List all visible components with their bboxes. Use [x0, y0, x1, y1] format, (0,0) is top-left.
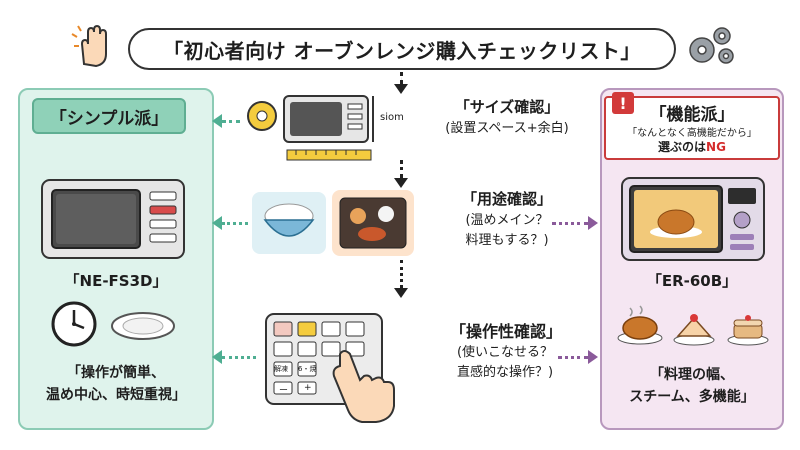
simple-summary-line2: 温め中心、時短重視」 [46, 387, 186, 403]
page-title: 「初心者向け オーブンレンジ購入チェックリスト」 [128, 28, 676, 70]
flow-connector-1 [400, 72, 403, 84]
flow-arrow-3 [394, 288, 408, 298]
arrow-head-operation-feature [588, 350, 598, 364]
feature-model-label: 「ER-60B」 [646, 272, 738, 290]
feature-summary-line1: 「料理の幅、 [650, 367, 734, 383]
exclamation-icon: ! [612, 92, 634, 114]
ng-warning-prefix: 選ぶのは [658, 140, 707, 154]
arrow-head-operation-simple [212, 350, 222, 364]
feature-summary-line2: スチーム、多機能」 [629, 389, 755, 405]
feature-heading: 「機能派」 [649, 105, 735, 125]
step-usage-sub2: 料理もする？) [465, 233, 549, 248]
arrow-operation-to-simple [222, 356, 256, 359]
size-dimension-label: siom [380, 112, 404, 123]
control-panel-warm-label: 解凍 [274, 365, 288, 373]
arrow-size-to-simple [222, 120, 240, 123]
step-usage-sub1: (温めメイン？ [465, 213, 549, 228]
ng-warning-line1: 「なんとなく高機能だから」 [627, 128, 757, 139]
arrow-head-size [212, 114, 222, 128]
arrow-head-usage-feature [588, 216, 598, 230]
cake-slice-icon [672, 306, 716, 346]
clock-icon [50, 300, 98, 348]
step-operation-title: 「操作性確認」 [449, 322, 562, 341]
simple-model-label: 「NE-FS3D」 [64, 272, 168, 290]
step-operation-sub1: (使いこなせる？ [456, 345, 554, 360]
microwave-simple-illustration [40, 178, 186, 262]
arrow-head-usage-simple [212, 216, 222, 230]
control-panel-plus-label: + [304, 383, 312, 393]
step-usage-title: 「用途確認」 [461, 190, 552, 208]
arrow-operation-to-feature [558, 356, 588, 359]
flow-arrow-1 [394, 84, 408, 94]
control-panel-minus-label: ー [279, 386, 289, 396]
step-size-title: 「サイズ確認」 [454, 98, 560, 116]
flow-connector-3 [400, 260, 403, 288]
flow-arrow-2 [394, 178, 408, 188]
pointing-hand-icon [326, 346, 402, 426]
meal-tray-icon [332, 190, 414, 256]
pancake-icon [726, 306, 770, 346]
control-panel-grill-label: 6・焼 [298, 365, 317, 373]
rice-bowl-icon [252, 192, 326, 254]
ng-warning-line2: 選ぶのはNG [604, 138, 780, 155]
ruler-icon [286, 146, 372, 161]
tape-measure-icon [244, 98, 280, 134]
arrow-usage-to-feature [552, 222, 588, 225]
plate-icon [110, 310, 176, 342]
microwave-feature-illustration [620, 176, 766, 264]
microwave-size-illustration [282, 94, 370, 144]
hand-icon [66, 20, 118, 72]
height-dimension-line [372, 96, 374, 142]
gears-icon [682, 20, 740, 70]
arrow-usage-to-simple [222, 222, 248, 225]
roast-chicken-icon [616, 302, 664, 346]
flow-connector-2 [400, 160, 403, 178]
step-size-sub: (設置スペース+余白) [445, 121, 569, 136]
simple-summary-line1: 「操作が簡単、 [67, 365, 165, 381]
step-operation-sub2: 直感的な操作？) [456, 365, 554, 380]
ng-label: NG [706, 140, 726, 154]
simple-heading: 「シンプル派」 [32, 98, 186, 134]
